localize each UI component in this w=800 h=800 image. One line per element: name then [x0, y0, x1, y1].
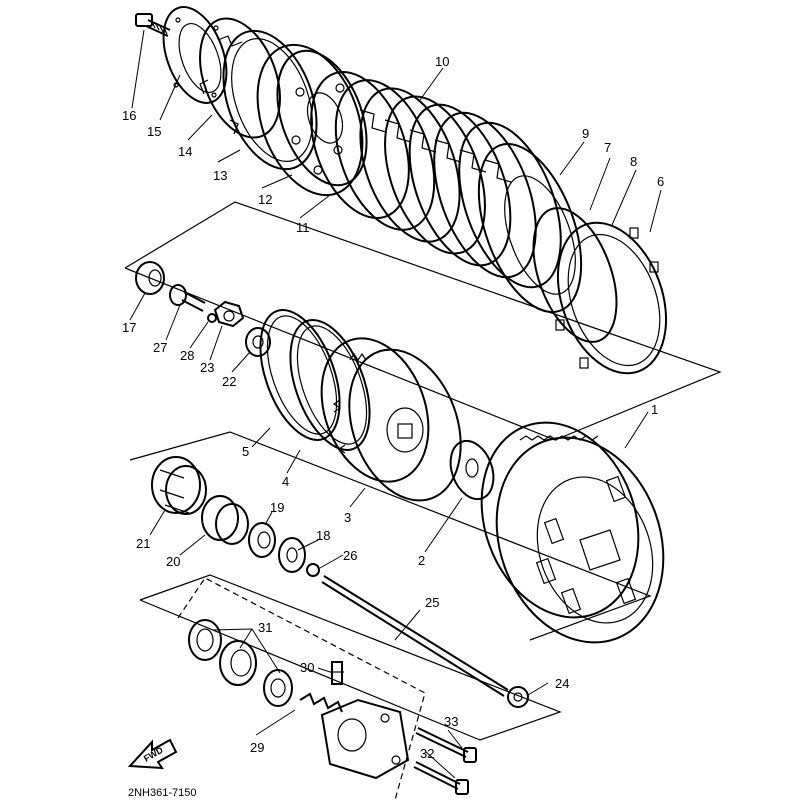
plate-14 [199, 17, 281, 139]
fwd-arrow-icon: FWD [127, 738, 178, 770]
push-rod-27 [169, 284, 206, 312]
callout-29: 29 [250, 740, 264, 755]
sleeve-20 [201, 495, 249, 545]
upper-plate-plane [124, 201, 722, 441]
middle-assembly-plane [129, 431, 652, 641]
drawing-code: 2NH361-7150 [128, 787, 197, 799]
callout-13: 13 [213, 168, 227, 183]
oil-seal-24 [507, 686, 529, 708]
wire-ring-8 [532, 207, 618, 343]
callout-32: 32 [420, 746, 434, 761]
callout-20: 20 [166, 554, 180, 569]
ball-26 [306, 563, 320, 577]
callout-24: 24 [555, 676, 569, 691]
washer-2 [449, 439, 495, 501]
bearing-21 [151, 456, 207, 515]
callout-26: 26 [343, 548, 357, 563]
spring-4 [289, 319, 371, 451]
callout-10: 10 [435, 54, 449, 69]
bolt-33 [415, 727, 477, 763]
callout-12: 12 [258, 192, 272, 207]
callout-22: 22 [222, 374, 236, 389]
bearing-31b [219, 640, 257, 686]
callout-7: 7 [604, 140, 611, 155]
callout-23: 23 [200, 360, 214, 375]
ball-28 [207, 313, 217, 323]
nut-23 [213, 300, 245, 328]
callout-27: 27 [153, 340, 167, 355]
callout-18: 18 [316, 528, 330, 543]
seal-31a [188, 619, 222, 661]
plate-stack [310, 71, 583, 314]
callout-1: 1 [651, 402, 658, 417]
callout-28: 28 [180, 348, 194, 363]
callout-14: 14 [178, 144, 192, 159]
callout-17: 17 [122, 320, 136, 335]
callout-8: 8 [630, 154, 637, 169]
callout-labels: 1 2 3 4 5 6 7 8 9 10 11 12 13 14 15 16 1… [122, 54, 664, 761]
bolt-32 [413, 761, 469, 795]
callout-25: 25 [425, 595, 439, 610]
washer-18 [278, 537, 306, 573]
leader-lines [129, 29, 662, 779]
callout-9: 9 [582, 126, 589, 141]
push-rod-25 [321, 575, 509, 697]
plate-6 [555, 221, 668, 375]
callout-3: 3 [344, 510, 351, 525]
seal-31c [263, 669, 293, 707]
callout-30: 30 [300, 660, 314, 675]
callout-31: 31 [258, 620, 272, 635]
callout-16: 16 [122, 108, 136, 123]
callout-21: 21 [136, 536, 150, 551]
callout-4: 4 [282, 474, 289, 489]
cover-group-outline [177, 577, 426, 800]
lower-assembly-plane [139, 574, 562, 741]
bearing-17 [135, 261, 165, 295]
spring-coil [299, 692, 343, 713]
washer-22 [245, 327, 271, 357]
plate-13 [222, 29, 318, 171]
clutch-boss-3 [320, 337, 462, 502]
spacer-19 [248, 522, 276, 558]
bleeder-30 [330, 661, 344, 685]
callout-2: 2 [418, 553, 425, 568]
primary-gear-housing-1 [480, 421, 665, 644]
release-cylinder-29 [320, 698, 410, 780]
callout-33: 33 [444, 714, 458, 729]
callout-6: 6 [657, 174, 664, 189]
callout-11: 11 [296, 220, 310, 235]
callout-15: 15 [147, 124, 161, 139]
callout-19: 19 [270, 500, 284, 515]
callout-5: 5 [242, 444, 249, 459]
